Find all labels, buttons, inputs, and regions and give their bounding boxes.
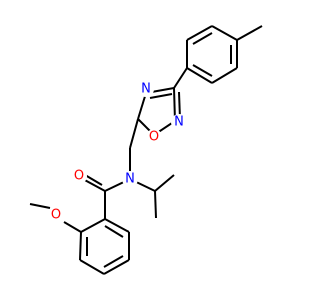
nitrogen-label: N: [125, 172, 135, 187]
bond: [79, 231, 82, 261]
methoxy-o-bond: [63, 221, 82, 233]
anisole-ring: [79, 218, 130, 275]
nitrogen-label: N: [174, 115, 184, 130]
atom-label-n-ring-4: N: [138, 81, 154, 97]
double-bond-inner: [192, 64, 213, 77]
double-bond-inner: [103, 255, 124, 268]
bond: [211, 67, 238, 84]
atom-label-n-amide: N: [122, 171, 138, 187]
atom-label-n-ring-2: N: [171, 114, 187, 130]
atom-label-o-methoxy: O: [48, 207, 64, 223]
biaryl-bond: [173, 67, 188, 89]
oxygen-label: O: [74, 169, 84, 184]
bond: [211, 25, 238, 41]
structure-drawing: O N N N O O: [29, 25, 263, 275]
bond: [80, 218, 106, 233]
tolyl-ring: [186, 25, 238, 84]
isopropyl-methyl-bond: [154, 190, 157, 219]
bond: [104, 218, 130, 233]
bond: [186, 67, 213, 84]
methyl-bond: [236, 25, 263, 41]
bond: [79, 259, 105, 275]
oxygen-label: O: [149, 130, 159, 145]
bond: [103, 259, 130, 275]
methoxy-methyl-bond: [29, 203, 51, 209]
isopropyl-methyl-bond: [154, 174, 175, 192]
oxygen-label: O: [51, 208, 61, 223]
methylene-bond: [129, 118, 139, 149]
double-bond-inner: [192, 32, 213, 45]
atom-label-o-ring: O: [146, 129, 162, 145]
bond: [137, 92, 147, 120]
double-bond-inner: [104, 225, 124, 238]
atom-label-o-carbonyl: O: [71, 168, 87, 184]
bond: [186, 25, 213, 41]
nitrogen-label: N: [141, 82, 151, 97]
double-bond-inner: [149, 93, 173, 99]
molecule-diagram: O N N N O O: [29, 25, 263, 275]
